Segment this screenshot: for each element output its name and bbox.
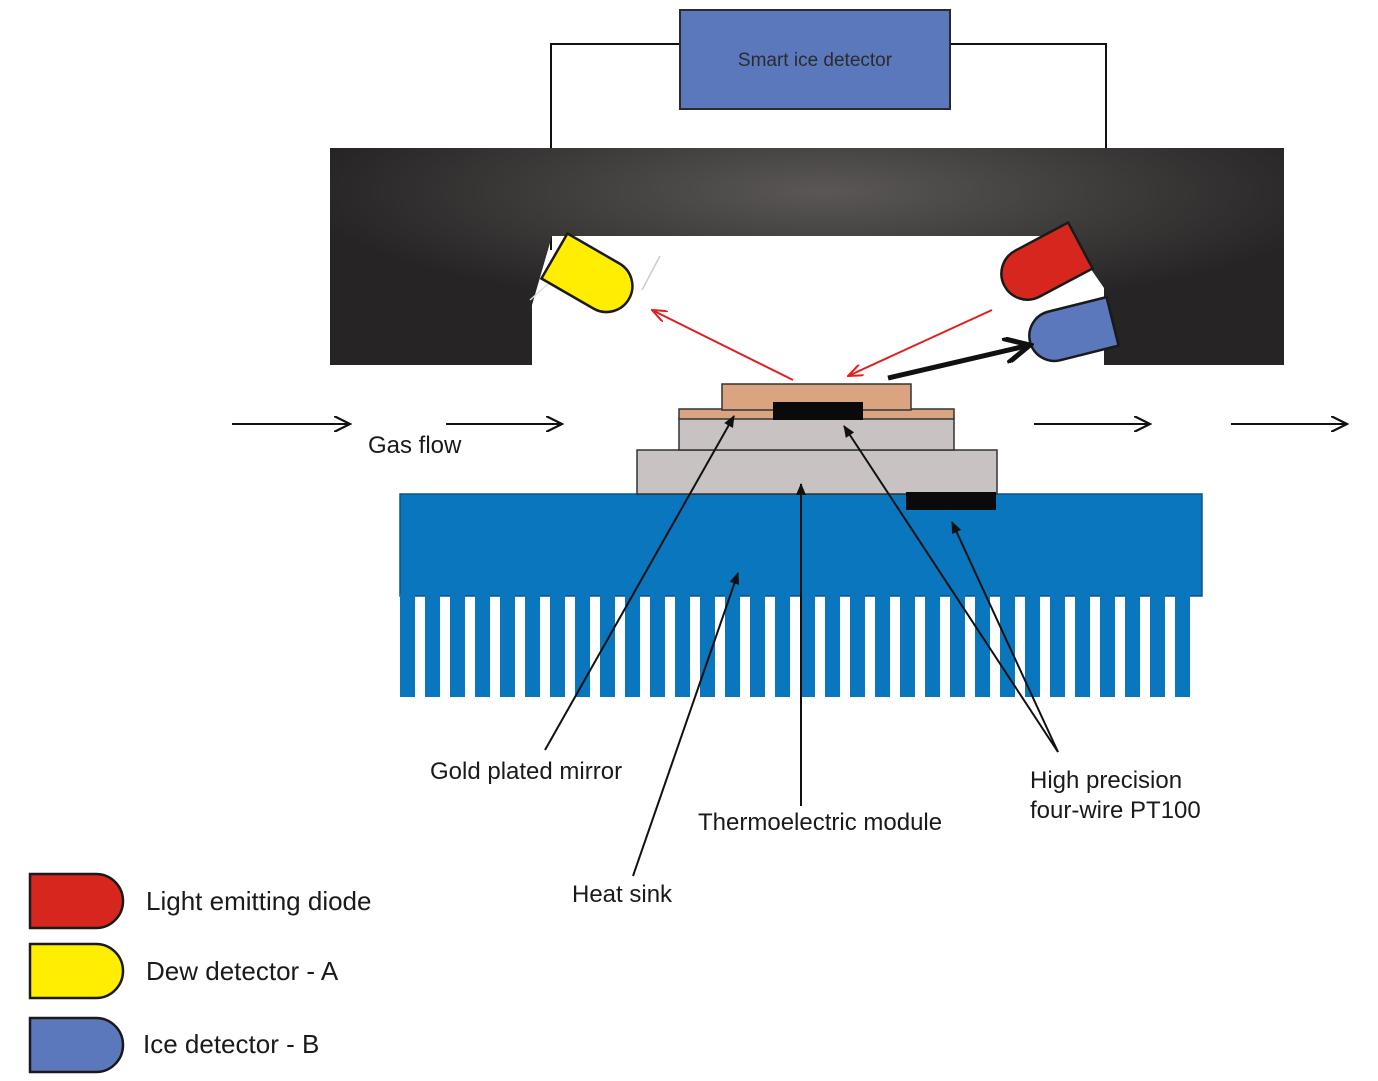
heat-sink-fins: [400, 594, 1190, 697]
heat-sink-fin: [675, 594, 690, 697]
legend-item-led: Light emitting diode: [28, 872, 371, 930]
legend-item-ice-detector: Ice detector - B: [28, 1016, 319, 1074]
heat-sink-fin: [1175, 594, 1190, 697]
smart-ice-detector-box: Smart ice detector: [679, 9, 951, 110]
heat-sink-fin: [425, 594, 440, 697]
heat-sink-fin: [800, 594, 815, 697]
heat-sink-fin: [725, 594, 740, 697]
heat-sink-fin: [650, 594, 665, 697]
heat-sink-fin: [1125, 594, 1140, 697]
heat-sink-fin: [925, 594, 940, 697]
heat-sink-fin: [550, 594, 565, 697]
dew-detector-a: [539, 231, 634, 314]
heat-sink-fin: [900, 594, 915, 697]
heat-sink-fin: [950, 594, 965, 697]
heat-sink-fin: [450, 594, 465, 697]
heat-sink-fin: [1075, 594, 1090, 697]
pt100-label-line2: four-wire PT100: [1030, 797, 1201, 824]
gas-flow-label: Gas flow: [368, 432, 462, 459]
optical-beams: [652, 310, 1030, 381]
callout-leaders: [544, 415, 1059, 877]
smart-ice-detector-label: Smart ice detector: [738, 50, 893, 71]
heat-sink-fin: [1025, 594, 1040, 697]
heat-sink-fin: [500, 594, 515, 697]
ice-detector-bullet-icon: [28, 1016, 125, 1074]
heat-sink-fin: [525, 594, 540, 697]
heat-sink-fin: [1000, 594, 1015, 697]
heat-sink-label: Heat sink: [572, 881, 673, 908]
pt100-label-line1: High precision: [1030, 767, 1182, 794]
led-bullet-icon: [28, 872, 125, 930]
mirror-pt100-sensor: [773, 402, 863, 420]
gold-plated-mirror-label: Gold plated mirror: [430, 758, 622, 785]
heat-sink-fin: [825, 594, 840, 697]
legend-label-led: Light emitting diode: [146, 886, 371, 916]
sensor-housing: [330, 148, 1284, 365]
heat-sink-fin: [400, 594, 415, 697]
sink-pt100-sensor: [906, 492, 996, 510]
heat-sink-fin: [1150, 594, 1165, 697]
heat-sink-fin: [750, 594, 765, 697]
heat-sink-fin: [625, 594, 640, 697]
dew-detector-bullet-icon: [28, 942, 125, 1000]
legend-label-dew-detector: Dew detector - A: [146, 956, 339, 986]
heat-sink-fin: [1050, 594, 1065, 697]
module-top-plate: [678, 417, 955, 451]
heat-sink-fin: [975, 594, 990, 697]
heat-sink-fin: [850, 594, 865, 697]
legend-item-dew-detector: Dew detector - A: [28, 942, 339, 1000]
thermoelectric-module: [636, 449, 998, 495]
heat-sink-fin: [475, 594, 490, 697]
thermoelectric-module-label: Thermoelectric module: [698, 809, 942, 836]
heat-sink-fin: [875, 594, 890, 697]
thermoelectric-stack: [636, 383, 998, 510]
heat-sink-fin: [575, 594, 590, 697]
heat-sink-fin: [1100, 594, 1115, 697]
heat-sink-fin: [775, 594, 790, 697]
heat-sink-fin: [600, 594, 615, 697]
legend: Light emitting diode Dew detector - A Ic…: [28, 872, 371, 1074]
legend-label-ice-detector: Ice detector - B: [143, 1029, 319, 1059]
light-emitting-diode: [1000, 220, 1095, 301]
